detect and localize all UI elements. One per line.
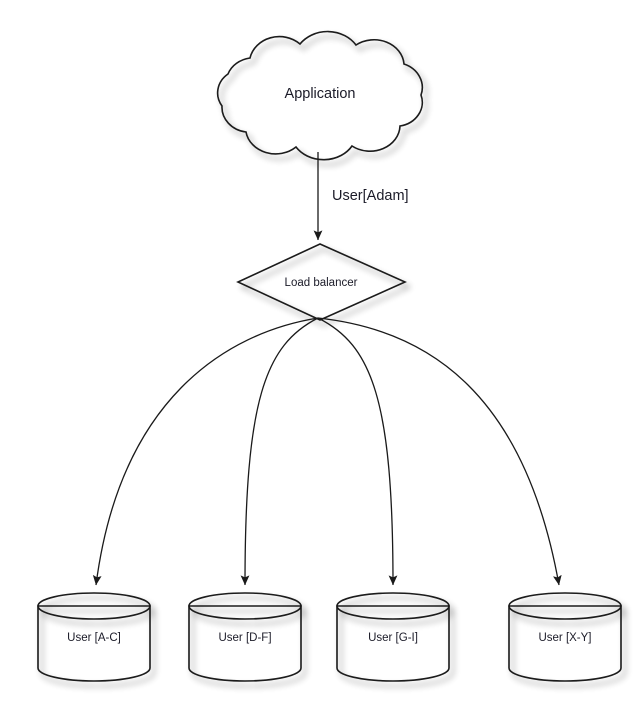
database-3-label: User [G-I]	[368, 632, 418, 644]
edge-balancer-to-db-1	[92, 317, 319, 586]
database-2-label: User [D-F]	[218, 632, 271, 644]
database-4-label: User [X-Y]	[538, 632, 591, 644]
edge-label-user-adam: User[Adam]	[332, 188, 409, 204]
node-application-cloud[interactable]	[216, 30, 424, 161]
database-1-label: User [A-C]	[67, 632, 121, 644]
node-load-balancer[interactable]	[236, 243, 407, 321]
node-database-2[interactable]	[188, 592, 302, 682]
node-database-1[interactable]	[37, 592, 151, 682]
application-label: Application	[285, 86, 356, 102]
node-database-4[interactable]	[508, 592, 622, 682]
node-database-3[interactable]	[336, 592, 450, 682]
edge-balancer-to-db-4	[317, 317, 562, 586]
edge-balancer-to-db-2	[240, 317, 319, 586]
edge-balancer-to-db-3	[317, 317, 398, 586]
load-balancer-label: Load balancer	[285, 277, 358, 289]
